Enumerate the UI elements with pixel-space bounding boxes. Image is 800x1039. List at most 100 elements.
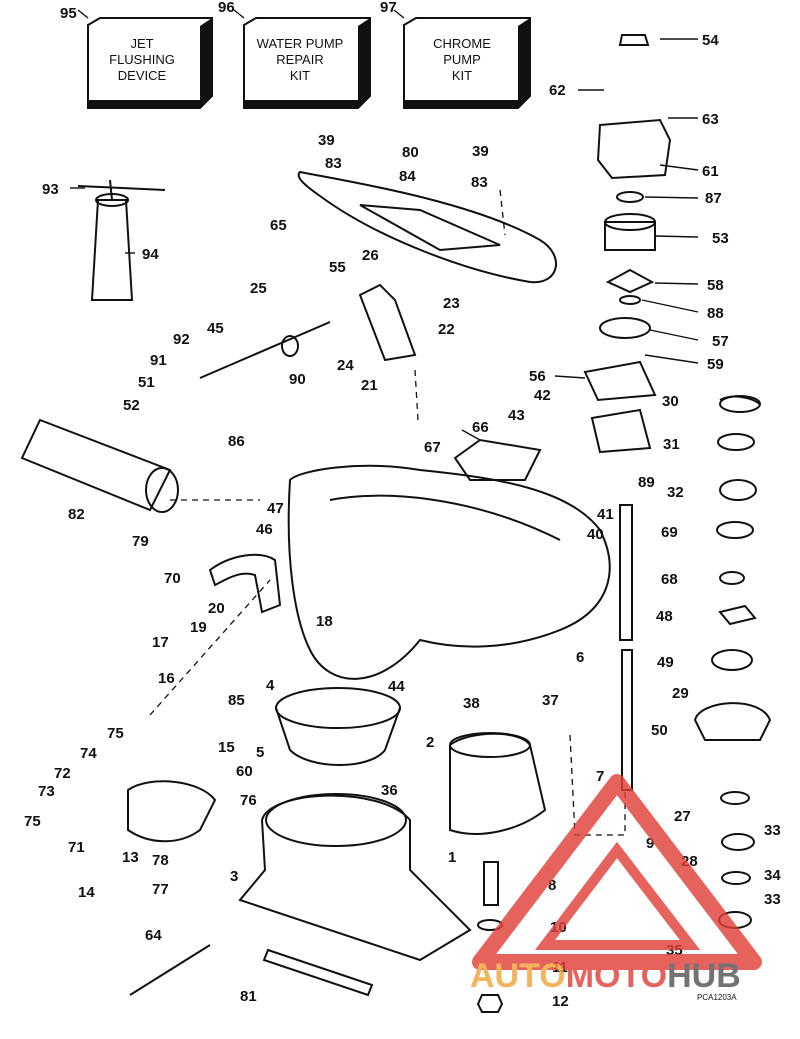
callout-27: 27 <box>674 808 691 825</box>
callout-49: 49 <box>657 654 674 671</box>
callout-37: 37 <box>542 692 559 709</box>
watermark-auto: AUTO <box>470 957 566 995</box>
callout-2: 2 <box>426 734 434 751</box>
callout-51: 51 <box>138 374 155 391</box>
callout-90: 90 <box>289 371 306 388</box>
callout-91: 91 <box>150 352 167 369</box>
callout-50: 50 <box>651 722 668 739</box>
kit-box-95: JET FLUSHING DEVICE <box>87 17 213 109</box>
pump-housing <box>287 464 611 680</box>
callout-34: 34 <box>764 867 781 884</box>
callout-87: 87 <box>705 190 722 207</box>
impeller-36 <box>449 732 547 835</box>
base-1 <box>238 794 472 962</box>
callout-36: 36 <box>381 782 398 799</box>
callout-5: 5 <box>256 744 264 761</box>
callout-21: 21 <box>361 377 378 394</box>
callout-83b: 83 <box>471 174 488 191</box>
callout-8: 8 <box>548 877 556 894</box>
washer-48 <box>718 604 757 626</box>
shaft-7 <box>621 649 633 791</box>
callout-16: 16 <box>158 670 175 687</box>
kit-97-line-1: CHROME <box>433 36 491 51</box>
plate-89 <box>590 408 652 454</box>
callout-95: 95 <box>60 5 77 22</box>
callout-80: 80 <box>402 144 419 161</box>
seal-32 <box>719 479 757 501</box>
bearing-49 <box>711 649 753 671</box>
callout-41: 41 <box>597 506 614 523</box>
pump-cover <box>297 170 557 284</box>
ring-34 <box>721 833 755 851</box>
callout-48: 48 <box>656 608 673 625</box>
callout-3: 3 <box>230 868 238 885</box>
callout-63: 63 <box>702 111 719 128</box>
kit-96-line-3: KIT <box>290 68 310 83</box>
gasket-57 <box>599 317 651 339</box>
callout-82: 82 <box>68 506 85 523</box>
callout-83a: 83 <box>325 155 342 172</box>
bracket-76 <box>127 780 217 843</box>
flushing-hose <box>90 199 134 301</box>
watermark-triangle-logo <box>472 774 762 970</box>
watermark-moto: MOTO <box>566 957 667 995</box>
callout-39b: 39 <box>472 143 489 160</box>
cap-54 <box>618 34 650 46</box>
callout-15: 15 <box>218 739 235 756</box>
callout-68: 68 <box>661 571 678 588</box>
kit-95-line-2: FLUSHING <box>109 52 175 67</box>
callout-6: 6 <box>576 649 584 666</box>
callout-22: 22 <box>438 321 455 338</box>
callout-56: 56 <box>529 368 546 385</box>
bracket-21 <box>358 283 417 362</box>
callout-25: 25 <box>250 280 267 297</box>
watermark-hub: HUB <box>667 957 741 995</box>
callout-73: 73 <box>38 783 55 800</box>
callout-47: 47 <box>267 500 284 517</box>
kit-96-line-2: REPAIR <box>276 52 323 67</box>
housing-50 <box>693 702 772 741</box>
ring-68 <box>719 571 745 585</box>
rod-90 <box>199 321 331 379</box>
callout-14: 14 <box>78 884 95 901</box>
nut-12 <box>476 994 504 1013</box>
callout-89: 89 <box>638 474 655 491</box>
callout-1: 1 <box>448 849 456 866</box>
callout-93: 93 <box>42 181 59 198</box>
ring-33a <box>720 791 750 805</box>
callout-58: 58 <box>707 277 724 294</box>
callout-69: 69 <box>661 524 678 541</box>
plate-56 <box>583 360 657 402</box>
callout-67: 67 <box>424 439 441 456</box>
callout-43: 43 <box>508 407 525 424</box>
callout-97: 97 <box>380 0 397 16</box>
callout-60: 60 <box>236 763 253 780</box>
callout-19: 19 <box>190 619 207 636</box>
callout-65: 65 <box>270 217 287 234</box>
callout-61: 61 <box>702 163 719 180</box>
bar-81 <box>262 948 374 997</box>
callout-52: 52 <box>123 397 140 414</box>
callout-72: 72 <box>54 765 71 782</box>
callout-12: 12 <box>552 993 569 1010</box>
callout-75b: 75 <box>24 813 41 830</box>
callout-74: 74 <box>80 745 97 762</box>
callout-30: 30 <box>662 393 679 410</box>
rod-64 <box>129 944 211 996</box>
lever-70 <box>208 553 282 614</box>
callout-71: 71 <box>68 839 85 856</box>
callout-26: 26 <box>362 247 379 264</box>
ring-33b <box>721 871 751 885</box>
svg-text:AUTOMOTOHUB: AUTOMOTOHUB <box>470 957 741 995</box>
callout-64: 64 <box>145 927 162 944</box>
kit-box-97: CHROME PUMP KIT <box>403 17 531 109</box>
callout-88: 88 <box>707 305 724 322</box>
leader-lines <box>70 9 699 441</box>
callout-38: 38 <box>463 695 480 712</box>
ring-88 <box>619 295 641 305</box>
callouts: 95 96 97 1 2 3 4 5 6 7 8 9 10 11 12 13 1… <box>24 0 781 1010</box>
callout-92: 92 <box>173 331 190 348</box>
housing-61 <box>596 118 672 180</box>
callout-59: 59 <box>707 356 724 373</box>
